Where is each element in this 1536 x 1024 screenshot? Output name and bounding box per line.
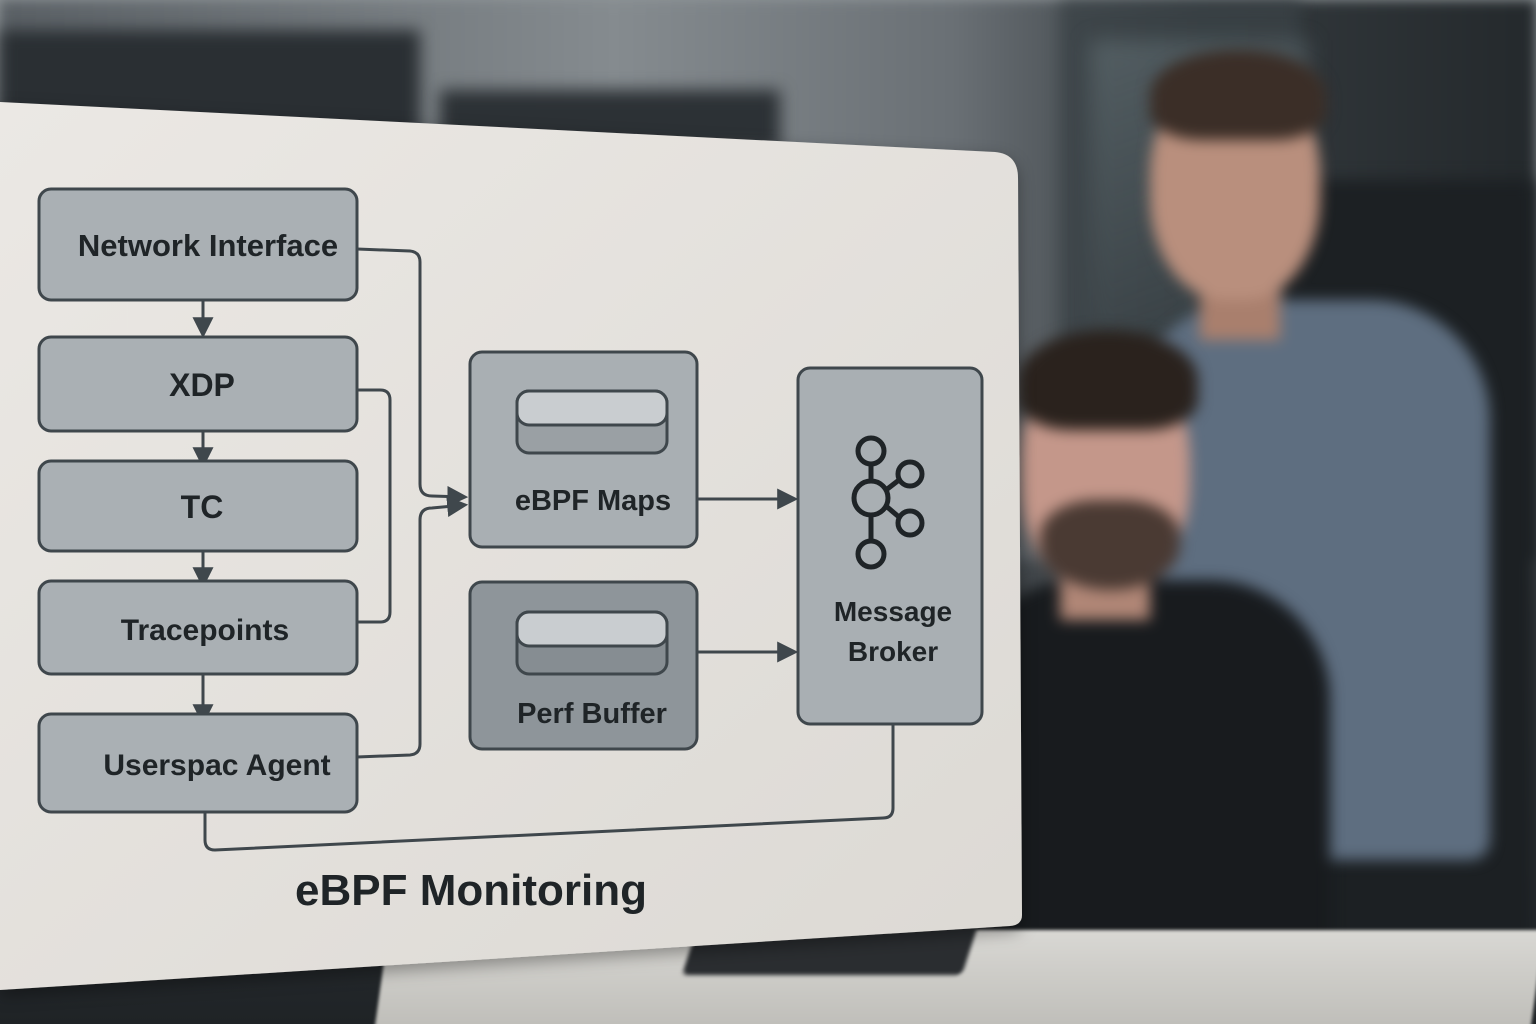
background-shelf	[0, 30, 420, 150]
person-hair	[1150, 50, 1326, 140]
person-beard	[1040, 500, 1180, 590]
person-hair	[1018, 330, 1198, 430]
background-shelf	[440, 90, 780, 150]
laptop	[681, 925, 979, 975]
